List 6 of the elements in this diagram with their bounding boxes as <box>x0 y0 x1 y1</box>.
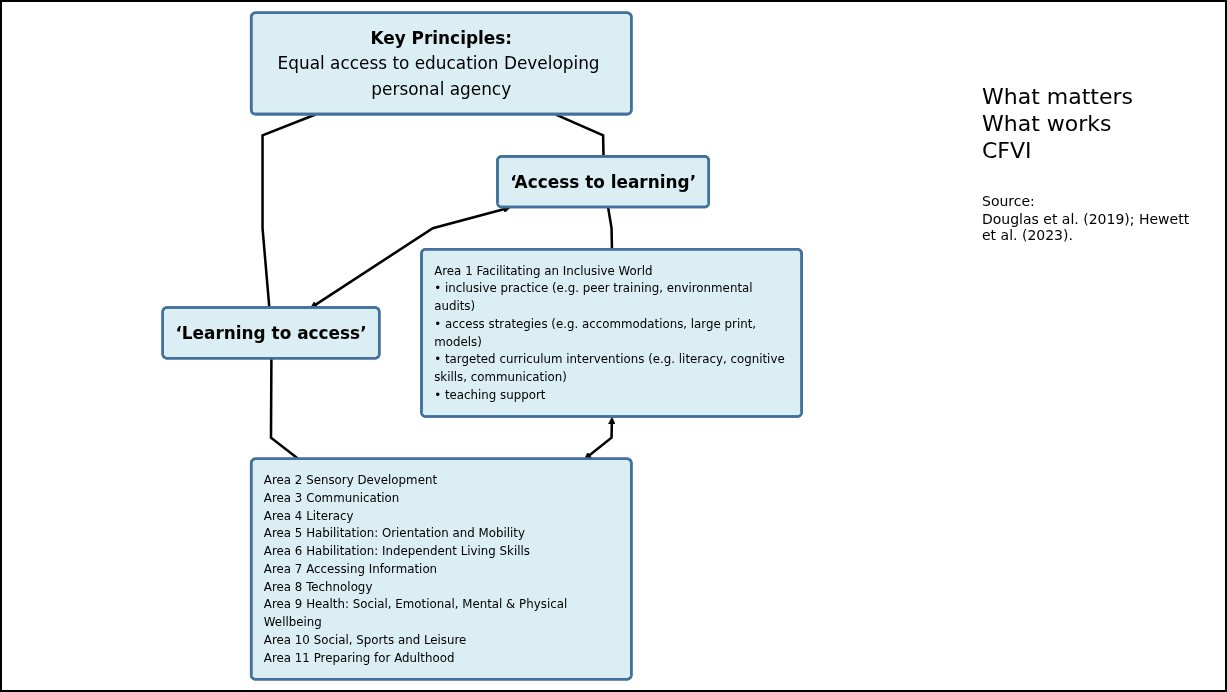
source-text: Douglas et al. (2019); Hewett et al. (2023). <box>982 211 1191 243</box>
note-text: CFVI <box>982 138 1033 163</box>
connector <box>606 207 614 250</box>
note-text: What matters <box>982 84 1134 109</box>
source-text: Source: <box>982 193 1036 209</box>
note-text: What works <box>982 111 1113 136</box>
